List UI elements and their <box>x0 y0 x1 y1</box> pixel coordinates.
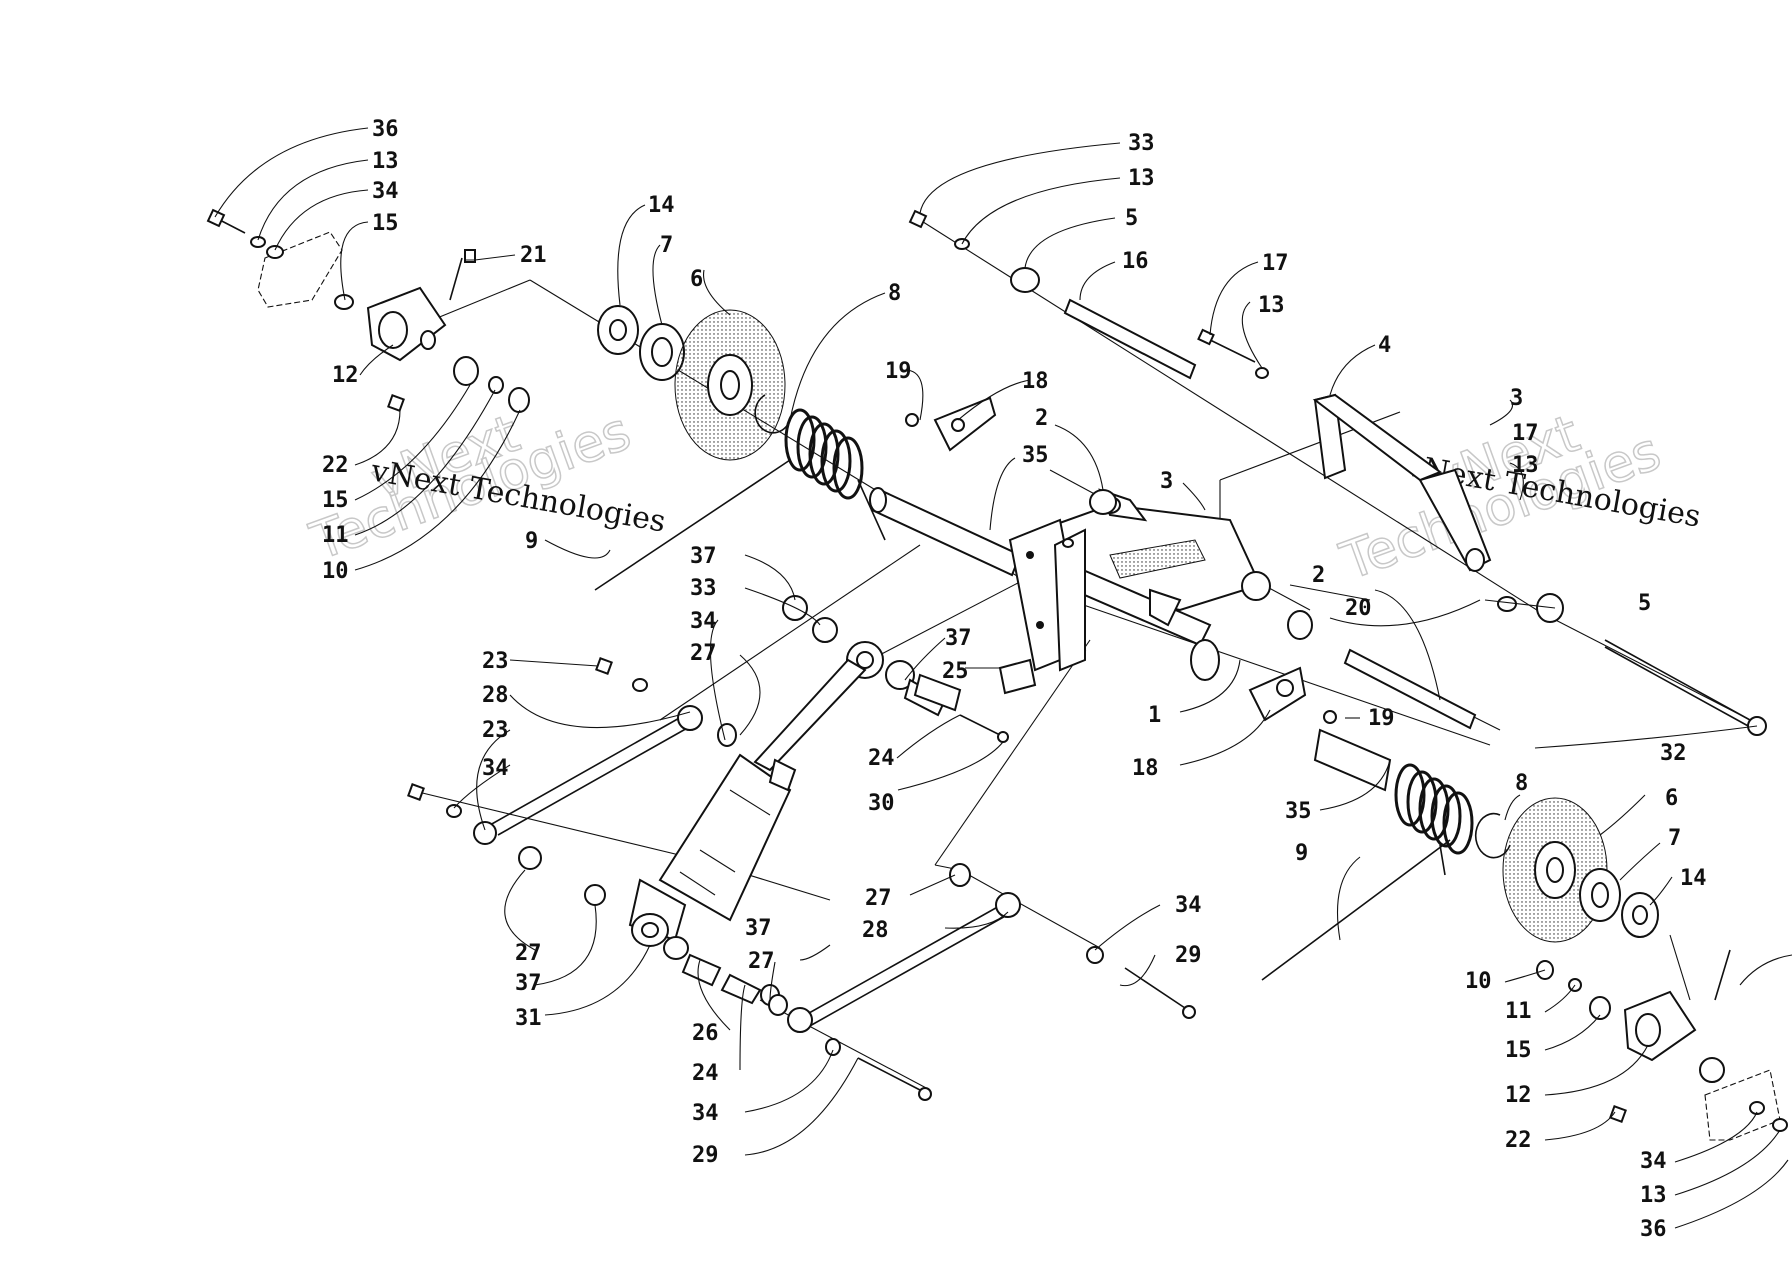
callout-31: 31 <box>515 1006 542 1031</box>
callout-18-right: 18 <box>1132 756 1159 781</box>
callout-5-top: 5 <box>1125 206 1138 231</box>
callout-25: 25 <box>942 659 969 684</box>
callout-8-right: 8 <box>1515 771 1528 796</box>
callout-34-lower-left: 34 <box>482 756 509 781</box>
callout-14-right: 14 <box>1680 866 1707 891</box>
callout-7-left: 7 <box>660 233 673 258</box>
callout-13-top: 13 <box>1128 166 1155 191</box>
callout-6-left: 6 <box>690 267 703 292</box>
callout-34-lower-right: 34 <box>1175 893 1202 918</box>
top-shaft-hardware <box>908 209 1767 736</box>
callout-22-right: 22 <box>1505 1128 1532 1153</box>
callout-22-left: 22 <box>322 453 349 478</box>
rear-arm-upper <box>1312 393 1492 572</box>
callout-29-bottom: 29 <box>692 1143 719 1168</box>
callout-17-top: 17 <box>1262 251 1289 276</box>
callout-13-right: 13 <box>1512 453 1539 478</box>
main-cross-shaft <box>869 487 1262 681</box>
left-side-plate-outline <box>257 231 343 308</box>
callout-36-top-left: 36 <box>372 117 399 142</box>
callout-4: 4 <box>1378 333 1391 358</box>
callout-2-top: 2 <box>1035 406 1048 431</box>
callout-11-right: 11 <box>1505 999 1532 1024</box>
callout-14-left: 14 <box>648 193 675 218</box>
callout-labels: 36 13 34 15 21 14 7 6 8 12 22 15 11 10 9… <box>322 117 1707 1242</box>
callout-9-right: 9 <box>1295 841 1308 866</box>
leader-lines <box>214 127 1792 1229</box>
callout-27-lower: 27 <box>748 949 775 974</box>
callout-26: 26 <box>692 1021 719 1046</box>
callout-34-top-left: 34 <box>372 179 399 204</box>
callout-30: 30 <box>868 791 895 816</box>
callout-35-top: 35 <box>1022 443 1049 468</box>
right-bracket-assembly <box>1536 949 1788 1141</box>
callout-1: 1 <box>1148 703 1161 728</box>
callout-12-right: 12 <box>1505 1083 1532 1108</box>
callout-33-mid: 33 <box>690 576 717 601</box>
left-idler-wheel <box>597 305 791 461</box>
callout-6-right: 6 <box>1665 786 1678 811</box>
callout-29-lower-right: 29 <box>1175 943 1202 968</box>
callout-13-top-left: 13 <box>372 149 399 174</box>
callout-3-mid: 3 <box>1160 469 1173 494</box>
callout-28-upper: 28 <box>482 683 509 708</box>
callout-36-bottom-right: 36 <box>1640 1217 1667 1242</box>
callout-12-left: 12 <box>332 363 359 388</box>
callout-18-top: 18 <box>1022 369 1049 394</box>
callout-20: 20 <box>1345 596 1372 621</box>
callout-5-right: 5 <box>1638 591 1651 616</box>
callout-23-upper: 23 <box>482 649 509 674</box>
callout-27-lower-left: 27 <box>515 941 542 966</box>
callout-27-upper: 27 <box>690 641 717 666</box>
callout-34-bottom: 34 <box>692 1101 719 1126</box>
right-idler-wheel <box>1502 797 1659 943</box>
callout-24-lower: 24 <box>692 1061 719 1086</box>
shock-absorber <box>628 595 1037 947</box>
callout-24-mid: 24 <box>868 746 895 771</box>
callout-32: 32 <box>1660 741 1687 766</box>
left-bracket-assembly <box>206 208 530 413</box>
callout-27-mid: 27 <box>865 886 892 911</box>
callout-37-lower: 37 <box>745 916 772 941</box>
callout-37-upper: 37 <box>690 544 717 569</box>
callout-19-top: 19 <box>885 359 912 384</box>
callout-10-right: 10 <box>1465 969 1492 994</box>
callout-23-lower: 23 <box>482 718 509 743</box>
callout-15-left: 15 <box>322 488 349 513</box>
callout-34-mid: 34 <box>690 609 717 634</box>
callout-37-lower-left: 37 <box>515 971 542 996</box>
callout-2-right: 2 <box>1312 563 1325 588</box>
link-brackets <box>905 396 1337 724</box>
callout-13-bottom-right: 13 <box>1640 1183 1667 1208</box>
callout-17-right: 17 <box>1512 421 1539 446</box>
callout-28-lower: 28 <box>862 918 889 943</box>
callout-19-right: 19 <box>1368 706 1395 731</box>
callout-16: 16 <box>1122 249 1149 274</box>
callout-13-mid: 13 <box>1258 293 1285 318</box>
lower-links <box>407 657 1196 1101</box>
callout-15-right: 15 <box>1505 1038 1532 1063</box>
callout-8-left: 8 <box>888 281 901 306</box>
callout-21: 21 <box>520 243 547 268</box>
callout-3-right: 3 <box>1510 386 1523 411</box>
callout-34-bottom-right: 34 <box>1640 1149 1667 1174</box>
callout-33-top: 33 <box>1128 131 1155 156</box>
callout-11-left: 11 <box>322 523 349 548</box>
callout-10-left: 10 <box>322 559 349 584</box>
left-torsion-spring <box>594 408 886 591</box>
callout-7-right: 7 <box>1668 826 1681 851</box>
callout-37-mid: 37 <box>945 626 972 651</box>
callout-15-top-left: 15 <box>372 211 399 236</box>
right-torsion-spring <box>1261 728 1511 981</box>
callout-9-left: 9 <box>525 529 538 554</box>
callout-35-right: 35 <box>1285 799 1312 824</box>
